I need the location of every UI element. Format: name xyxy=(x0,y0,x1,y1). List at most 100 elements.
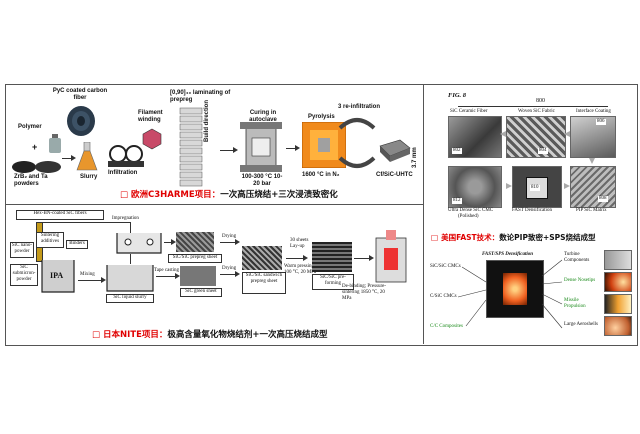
binders-label: Binders xyxy=(69,241,85,246)
pyrolysis-temp-label: 1600 °C in N₂ xyxy=(302,172,340,178)
caption-nite: □日本NITE项目：极高含量氧化物烧结剂+一次高压烧结成型 xyxy=(92,328,328,340)
right-item-aeroshells: Large Aeroshells xyxy=(564,322,598,327)
impregnation-bath-icon xyxy=(116,233,162,254)
ceramic-fiber-label: SiC Ceramic Fiber xyxy=(450,109,488,114)
interface-coating-photo xyxy=(570,116,616,158)
sandwich-label: SiC/SiC sandwich prepreg sheet xyxy=(245,273,283,284)
pyrolysis-label: Pyrolysis xyxy=(308,114,335,120)
arrow-slurry-up xyxy=(130,254,131,264)
sintering-additives-box: Sintering additives xyxy=(36,232,64,248)
liquid-slurry-icon xyxy=(106,265,154,292)
sandwich-sheet-icon xyxy=(242,246,282,270)
powder-pile-icon xyxy=(12,161,61,173)
woven-fabric-photo xyxy=(506,116,566,158)
reinfiltration-label: 3 re-infiltration xyxy=(338,104,381,110)
prepreg-sheet-icon xyxy=(176,232,214,252)
thickness-label: 3.7 mm xyxy=(412,147,418,168)
binders-box: Binders xyxy=(66,240,88,249)
caption-c3harme: □欧洲C3HARME项目：一次高压烧结+三次浸渍致密化 xyxy=(120,188,338,200)
nano-powder-label: SiC nano-powder xyxy=(11,243,33,254)
powders-label: ZrB₂ and Ta powders xyxy=(14,174,48,187)
polymer-bottle-icon xyxy=(49,134,61,153)
arrow-to-pyrolysis xyxy=(286,145,300,151)
connector-lines xyxy=(457,259,563,329)
panel-c3harme: PyC coated carbon fiber Polymer + ZrB₂ a… xyxy=(8,86,420,204)
divider-vertical xyxy=(423,84,424,344)
autoclave-icon xyxy=(240,122,282,172)
caption-text: 数论PIP致密+SPS烧结成型 xyxy=(499,233,596,242)
photo-number-804: 804 xyxy=(538,148,548,154)
green-sheet-box: SiC green sheet xyxy=(180,288,222,297)
caption-title: 日本NITE项目： xyxy=(103,330,168,340)
sps-die-photo xyxy=(486,260,544,318)
ipa-beaker-icon xyxy=(41,260,75,293)
mixing-label: Mixing xyxy=(80,272,95,277)
photo-number-802: 802 xyxy=(452,148,462,154)
caption-title: 美国FAST技术： xyxy=(441,233,500,242)
arrow-drying1 xyxy=(220,239,240,245)
prepreg-sheet-box: SiC/SiC prepreg sheet xyxy=(168,254,222,263)
prepreg-sheet-label: SiC/SiC prepreg sheet xyxy=(172,255,218,260)
drying1-label: Drying xyxy=(222,234,237,239)
glow-core xyxy=(503,273,527,305)
green-sheet-label: SiC green sheet xyxy=(185,289,217,294)
preforming-box: SiC/SiC pre-forming xyxy=(312,274,354,290)
hot-press-icon xyxy=(375,230,407,283)
fig-label: FIG. 8 xyxy=(448,92,467,99)
arrow-sintering xyxy=(354,255,374,261)
plus-sign: + xyxy=(32,142,38,152)
cycle-arrow-icon xyxy=(338,118,376,168)
caption-fast: □美国FAST技术：数论PIP致密+SPS烧结成型 xyxy=(431,232,596,243)
preforming-label: SiC/SiC pre-forming xyxy=(320,275,346,286)
caption-text: 一次高压烧结+三次浸渍致密化 xyxy=(220,190,338,200)
debinding-label: De-binding; Pressure-sintering 1850 °C, … xyxy=(342,284,387,301)
caption-title: 欧洲C3HARME项目： xyxy=(131,190,221,200)
liquid-slurry-box: SiC liquid slurry xyxy=(106,294,154,303)
woven-fabric-label: Woven SiC Fabric xyxy=(518,109,555,114)
polished-label: (Polished) xyxy=(458,214,479,219)
laminate-stack-icon xyxy=(179,107,203,187)
missile-photo xyxy=(604,294,632,314)
submicron-powder-box: SiC submicron-powder xyxy=(10,264,38,286)
bn-fibers-box: Hex-BN-coated SiC fibers xyxy=(16,210,104,220)
caption-bullet: □ xyxy=(431,233,439,242)
arrow-mixing xyxy=(78,277,106,283)
arrow-tape-casting xyxy=(156,273,180,279)
left-item-csic: C/SiC CMCs xyxy=(430,294,457,299)
pyc-fiber-label: PyC coated carbon fiber xyxy=(52,88,108,101)
left-item-cc: C/C Composites xyxy=(430,324,463,329)
curing-label: Curing in autoclave xyxy=(249,110,277,123)
warm-pressing-label: Warm pressing 100 °C, 20 MPa xyxy=(284,264,317,275)
sandwich-box: SiC/SiC sandwich prepreg sheet xyxy=(242,272,286,294)
tape-casting-label: Tape casting xyxy=(154,268,180,273)
liquid-slurry-label: SiC liquid slurry xyxy=(113,295,147,300)
drying2-label: Drying xyxy=(222,266,237,271)
pip-matrix-photo xyxy=(570,166,616,208)
interface-coating-label: Interface Coating xyxy=(576,109,611,114)
center-title: FAST/SPS Densification xyxy=(482,252,534,257)
panel-nite: Hex-BN-coated SiC fibers Impregnation Si… xyxy=(8,206,420,324)
preform-stack-icon xyxy=(312,242,352,272)
build-direction-label: Build direction xyxy=(204,100,210,142)
pip-matrix-label: PIP SiC Matrix xyxy=(576,208,607,213)
divider-horizontal xyxy=(5,204,423,205)
fiber-line-right xyxy=(130,222,131,238)
photo-number-808: 808 xyxy=(598,196,608,202)
nosetips-photo xyxy=(604,272,632,292)
sintering-additives-label: Sintering additives xyxy=(40,233,60,244)
ref-number: 800 xyxy=(536,98,545,104)
pyrolysis-furnace-icon xyxy=(302,122,346,168)
bn-fibers-label: Hex-BN-coated SiC fibers xyxy=(33,211,87,216)
infiltration-label: Infiltration xyxy=(108,170,138,176)
right-item-missile: Missile Propulsion xyxy=(564,298,586,309)
ipa-label: IPA xyxy=(50,271,64,280)
polymer-label: Polymer xyxy=(18,124,42,130)
submicron-powder-label: SiC submicron-powder xyxy=(12,265,36,282)
caption-bullet: □ xyxy=(120,190,129,200)
fast-densification-label: FAST Densification xyxy=(512,208,552,213)
product-label: Cf/SiC-UHTC xyxy=(376,172,413,178)
photo-number-806: 806 xyxy=(596,119,606,125)
photo-number-810: 810 xyxy=(530,185,540,191)
fiber-line xyxy=(38,222,130,223)
laminating-label: [0,90]₄₀ laminating of prepreg xyxy=(170,90,231,103)
